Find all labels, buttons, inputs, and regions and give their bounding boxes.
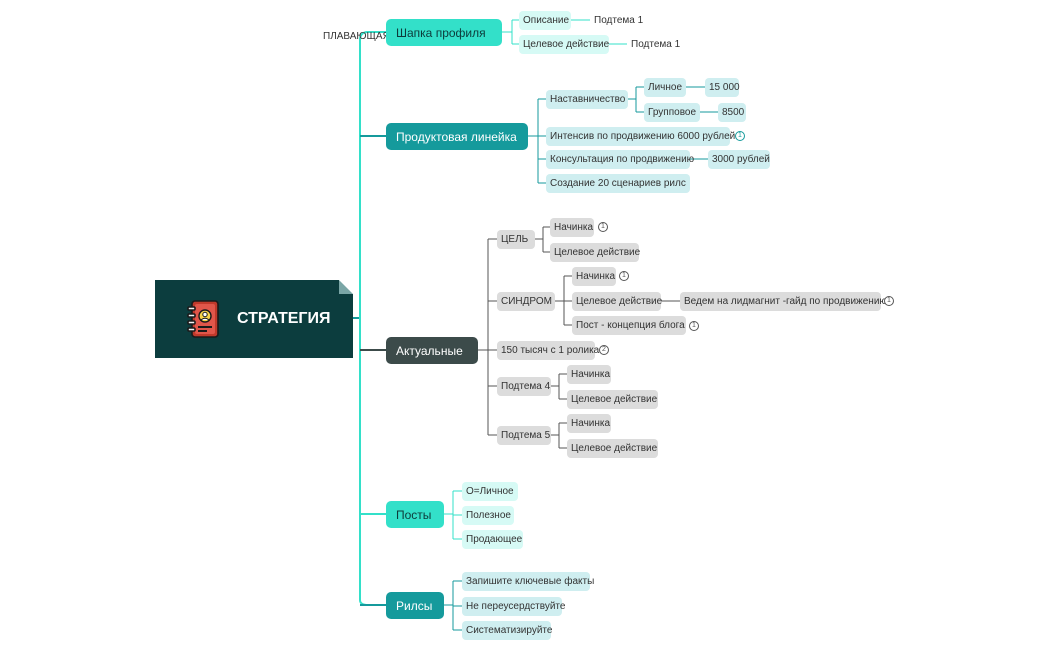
actual-subtopic-4[interactable]: Подтема 4 bbox=[497, 377, 551, 396]
profile-target-action[interactable]: Целевое действие bbox=[519, 35, 609, 54]
subtopic-5-start[interactable]: Начинка bbox=[567, 414, 611, 433]
consulting-price[interactable]: 3000 рублей bbox=[708, 150, 770, 169]
reels-tip-dont-overdo[interactable]: Не переусердствуйте bbox=[462, 597, 565, 616]
mentoring-group[interactable]: Групповое bbox=[644, 103, 700, 122]
syndrome-lead-magnet[interactable]: Ведем на лидмагнит -гайд по продвижению bbox=[680, 292, 887, 311]
syndrome-start-note-badge[interactable]: 1 bbox=[619, 271, 629, 281]
reels-tip-key-facts[interactable]: Запишите ключевые факты bbox=[462, 572, 594, 591]
syndrome-start[interactable]: Начинка bbox=[572, 267, 616, 286]
actual-syndrome[interactable]: СИНДРОМ bbox=[497, 292, 555, 311]
profile-description[interactable]: Описание bbox=[519, 11, 571, 30]
goal-target-action[interactable]: Целевое действие bbox=[550, 243, 640, 262]
product-reels-scenarios[interactable]: Создание 20 сценариев рилс bbox=[546, 174, 690, 193]
lead-magnet-note-badge[interactable]: 1 bbox=[884, 296, 894, 306]
syndrome-target-action[interactable]: Целевое действие bbox=[572, 292, 662, 311]
root-node[interactable]: СТРАТЕГИЯ bbox=[155, 280, 353, 358]
branch-product-line[interactable]: Продуктовая линейка bbox=[386, 123, 528, 150]
subtopic-5-target-action[interactable]: Целевое действие bbox=[567, 439, 658, 458]
reels-tip-systematize[interactable]: Систематизируйте bbox=[462, 621, 552, 640]
product-consulting[interactable]: Консультация по продвижению bbox=[546, 150, 694, 169]
mentoring-personal[interactable]: Личное bbox=[644, 78, 686, 97]
syndrome-post-concept[interactable]: Пост - концепция блога bbox=[572, 316, 686, 335]
product-intensive[interactable]: Интенсив по продвижению 6000 рублей bbox=[546, 127, 735, 146]
mentoring-group-price[interactable]: 8500 bbox=[718, 103, 746, 122]
branch-posts[interactable]: Посты bbox=[386, 501, 444, 528]
actual-views-per-reel[interactable]: 150 тысяч с 1 ролика bbox=[497, 341, 599, 360]
branch-actual[interactable]: Актуальные bbox=[386, 337, 478, 364]
goal-start[interactable]: Начинка bbox=[550, 218, 594, 237]
subtopic-4-start[interactable]: Начинка bbox=[567, 365, 611, 384]
branch-reels[interactable]: Рилсы bbox=[386, 592, 444, 619]
posts-personal[interactable]: О=Личное bbox=[462, 482, 518, 501]
product-mentoring[interactable]: Наставничество bbox=[546, 90, 628, 109]
goal-start-note-badge[interactable]: 1 bbox=[598, 222, 608, 232]
intensive-note-badge[interactable]: 1 bbox=[735, 131, 745, 141]
posts-selling[interactable]: Продающее bbox=[462, 530, 523, 549]
notebook-icon bbox=[187, 300, 219, 338]
profile-description-subtopic[interactable]: Подтема 1 bbox=[594, 15, 644, 26]
folded-corner bbox=[339, 280, 353, 294]
root-title: СТРАТЕГИЯ bbox=[237, 310, 331, 327]
actual-subtopic-5[interactable]: Подтема 5 bbox=[497, 426, 551, 445]
subtopic-4-target-action[interactable]: Целевое действие bbox=[567, 390, 658, 409]
actual-goal[interactable]: ЦЕЛЬ bbox=[497, 230, 535, 249]
profile-target-action-subtopic[interactable]: Подтема 1 bbox=[631, 39, 681, 50]
trunk-line bbox=[359, 31, 386, 606]
branch-profile-header[interactable]: Шапка профиля bbox=[386, 19, 502, 46]
views-note-badge[interactable]: 2 bbox=[599, 345, 609, 355]
mentoring-personal-price[interactable]: 15 000 bbox=[705, 78, 740, 97]
post-concept-note-badge[interactable]: 1 bbox=[689, 321, 699, 331]
posts-useful[interactable]: Полезное bbox=[462, 506, 514, 525]
floating-topic[interactable]: ПЛАВАЮЩАЯ ТЕМА bbox=[323, 31, 421, 42]
